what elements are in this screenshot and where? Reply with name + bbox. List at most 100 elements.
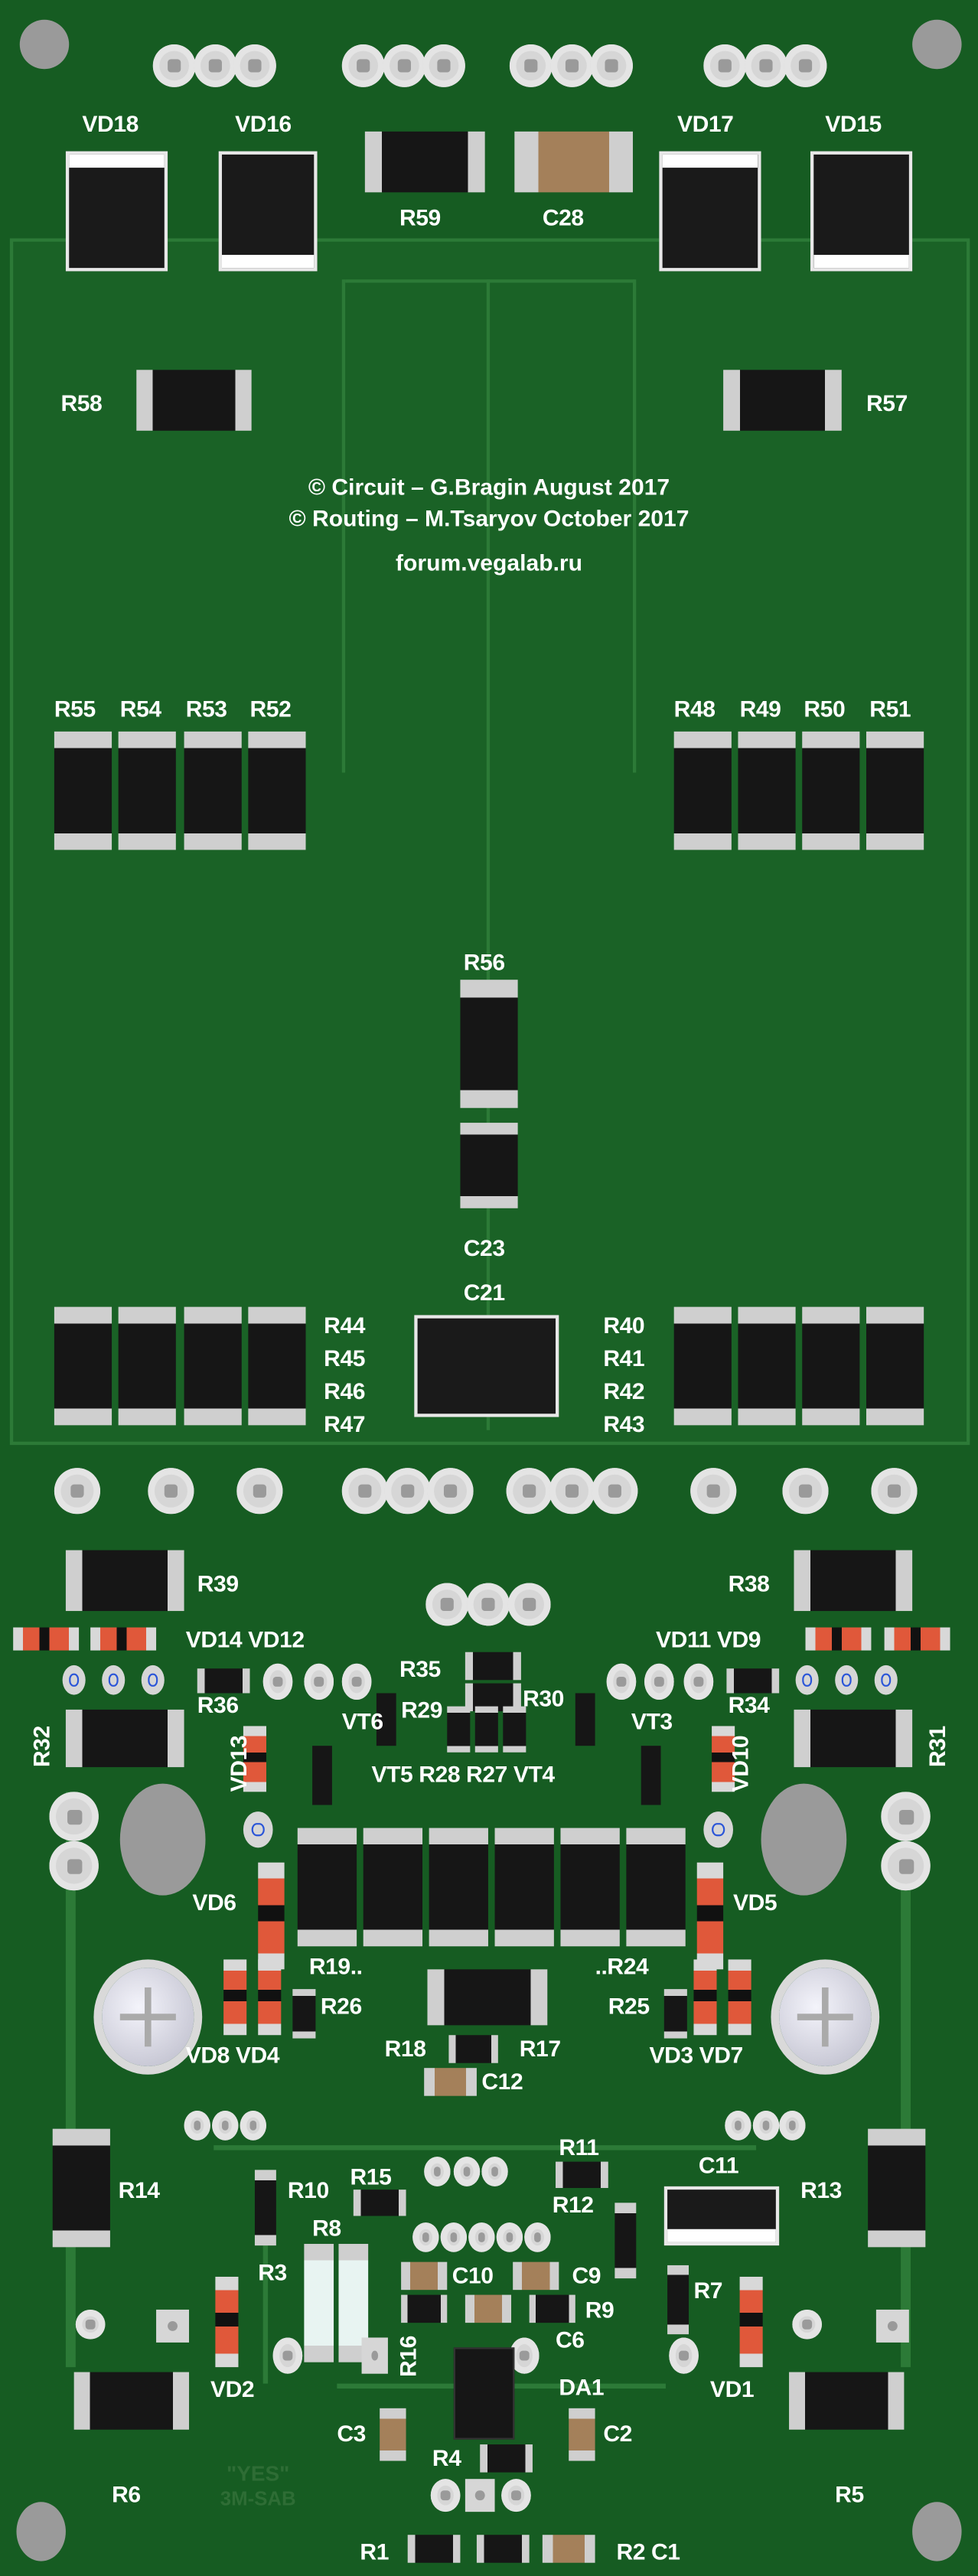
resistor bbox=[363, 1828, 423, 1947]
through-hole-pad bbox=[509, 44, 553, 87]
silkscreen-label-r16: R16 bbox=[394, 2336, 421, 2378]
through-hole-pad bbox=[690, 1468, 737, 1515]
capacitor bbox=[542, 2535, 595, 2563]
silkscreen-label-r54: R54 bbox=[119, 695, 161, 722]
diode bbox=[65, 151, 168, 272]
trace bbox=[486, 279, 491, 1430]
through-hole-pad bbox=[703, 44, 747, 87]
silkscreen-label-r31: R31 bbox=[924, 1726, 950, 1768]
through-hole-pad bbox=[194, 44, 237, 87]
silkscreen-label-vd11-vd9: VD11 VD9 bbox=[656, 1625, 761, 1652]
silkscreen-label-r8: R8 bbox=[312, 2214, 341, 2241]
resistor bbox=[476, 2535, 530, 2563]
through-hole-pad bbox=[341, 1468, 388, 1515]
square-pad bbox=[875, 2309, 909, 2343]
silkscreen-label-r45: R45 bbox=[324, 1345, 366, 1371]
through-hole-pad bbox=[262, 1663, 293, 1700]
silkscreen-label-vd10: VD10 bbox=[726, 1735, 753, 1792]
silkscreen-label-vd8-vd4: VD8 VD4 bbox=[185, 2041, 280, 2069]
resistor bbox=[292, 1989, 316, 2039]
silkscreen-label-r43: R43 bbox=[603, 1410, 645, 1437]
through-hole-pad bbox=[481, 2157, 508, 2186]
via bbox=[835, 1665, 859, 1695]
resistor bbox=[615, 2203, 637, 2279]
mounting-hole bbox=[19, 19, 70, 70]
resistor bbox=[663, 1989, 687, 2039]
silkscreen-label-r46: R46 bbox=[324, 1378, 366, 1404]
trace bbox=[262, 2203, 269, 2384]
through-hole-pad bbox=[304, 1663, 334, 1700]
silkscreen-label-r34: R34 bbox=[728, 1691, 770, 1718]
silkscreen-label-r35: R35 bbox=[399, 1655, 441, 1682]
resistor bbox=[248, 731, 306, 850]
resistor bbox=[667, 2265, 689, 2335]
capacitor bbox=[465, 2294, 512, 2323]
resistor bbox=[73, 2372, 190, 2430]
silkscreen-label-vd17: VD17 bbox=[676, 109, 734, 137]
through-hole-pad bbox=[779, 2111, 806, 2141]
mounting-hole bbox=[912, 2502, 962, 2561]
through-hole-pad bbox=[49, 1841, 99, 1891]
silkscreen-label-r49: R49 bbox=[739, 695, 781, 722]
mounting-hole bbox=[16, 2502, 66, 2561]
through-hole-pad bbox=[550, 44, 594, 87]
silkscreen-label-r9: R9 bbox=[585, 2296, 615, 2323]
silkscreen-label-vt5-r28-r27-vt4: VT5 R28 R27 VT4 bbox=[371, 1760, 555, 1787]
glass-diode bbox=[884, 1627, 950, 1651]
resistor bbox=[802, 1306, 860, 1426]
silkscreen-label-r3: R3 bbox=[258, 2258, 287, 2285]
silkscreen-label-r50: R50 bbox=[804, 695, 846, 722]
capacitor bbox=[380, 2408, 406, 2461]
resistor bbox=[465, 1652, 521, 1681]
resistor bbox=[794, 1709, 913, 1768]
silkscreen-label-c3: C3 bbox=[337, 2419, 366, 2447]
through-hole-pad bbox=[236, 1468, 283, 1515]
through-hole-pad bbox=[233, 44, 276, 87]
silkscreen-label-c11: C11 bbox=[698, 2151, 739, 2179]
through-hole-pad bbox=[784, 44, 827, 87]
silkscreen-label-vd5: VD5 bbox=[733, 1889, 778, 1916]
glass-diode bbox=[696, 1862, 724, 1970]
silkscreen-label-r11: R11 bbox=[559, 2134, 599, 2160]
square-pad bbox=[361, 2337, 388, 2374]
through-hole-pad bbox=[683, 1663, 714, 1700]
via bbox=[795, 1665, 819, 1695]
silkscreen-label-r51: R51 bbox=[869, 695, 911, 722]
through-hole-pad bbox=[272, 2337, 303, 2374]
silkscreen-label-r5: R5 bbox=[835, 2480, 864, 2507]
resistor bbox=[474, 1706, 498, 1753]
silkscreen-label-r7: R7 bbox=[693, 2276, 723, 2304]
through-hole-pad bbox=[424, 2157, 451, 2186]
silkscreen-label-r25: R25 bbox=[608, 1992, 650, 2019]
through-hole-pad bbox=[792, 2309, 822, 2340]
silkscreen-label-r38: R38 bbox=[728, 1570, 770, 1596]
silkscreen-label-r32: R32 bbox=[28, 1726, 54, 1768]
glass-diode bbox=[258, 1959, 282, 2036]
through-hole-pad bbox=[184, 2111, 210, 2141]
diode bbox=[663, 2186, 780, 2246]
glass-diode bbox=[223, 1959, 247, 2036]
silkscreen-label-r24: ..R24 bbox=[595, 1952, 649, 1980]
transistor bbox=[641, 1746, 661, 1805]
silkscreen-label-r59: R59 bbox=[399, 204, 441, 230]
silkscreen-label-vd16: VD16 bbox=[235, 109, 292, 137]
silkscreen-label-r2-c1: R2 C1 bbox=[616, 2538, 681, 2565]
through-hole-pad bbox=[881, 1841, 931, 1891]
through-hole-pad bbox=[49, 1792, 99, 1841]
through-hole-pad bbox=[341, 44, 385, 87]
resistor-mf bbox=[304, 2244, 334, 2362]
through-hole-pad bbox=[524, 2222, 551, 2252]
silkscreen-label-r40: R40 bbox=[603, 1312, 645, 1339]
resistor bbox=[626, 1828, 686, 1947]
silkscreen-label-r1: R1 bbox=[360, 2538, 390, 2565]
credit-circuit: © Circuit – G.Bragin August 2017 bbox=[308, 473, 670, 500]
through-hole-pad bbox=[590, 44, 633, 87]
resistor bbox=[429, 1828, 488, 1947]
silkscreen-label-c10: C10 bbox=[452, 2261, 494, 2289]
transistor bbox=[575, 1693, 595, 1746]
through-hole-pad bbox=[745, 44, 787, 87]
diode bbox=[414, 1315, 559, 1417]
silkscreen-label-r55: R55 bbox=[54, 695, 96, 722]
silkscreen-label-c28: C28 bbox=[542, 204, 584, 230]
